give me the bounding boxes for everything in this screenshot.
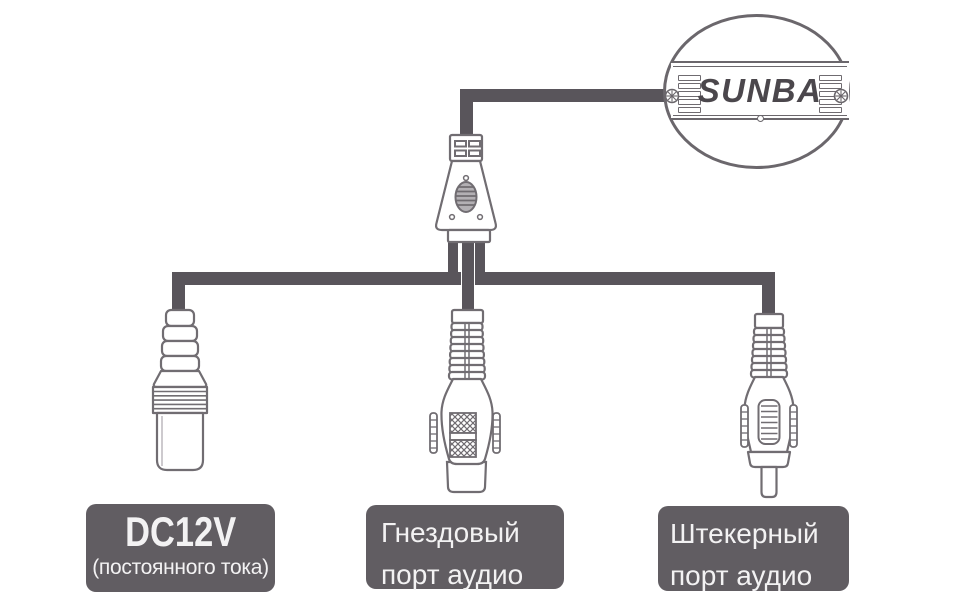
label-audio-female: Гнездовый порт аудио	[366, 505, 564, 590]
sunba-logo: SUNBA	[663, 14, 850, 169]
brand-text: SUNBA	[697, 71, 823, 109]
cable-logo-vertical	[460, 89, 473, 138]
label-dc-power: DC12V (постоянного тока)	[86, 504, 275, 592]
label-audio-female-line1: Гнездовый	[381, 517, 520, 548]
label-audio-male-line1: Штекерный	[670, 518, 819, 549]
rca-audio-plug-male-icon	[740, 312, 798, 499]
cable-stub-right	[475, 240, 485, 275]
cable-right-drop	[762, 283, 775, 317]
label-dc-power-title: DC12V	[124, 508, 237, 555]
rca-audio-port-female-icon	[429, 308, 501, 494]
banner-stripes-right-icon	[819, 75, 842, 115]
cable-stub-left	[448, 240, 458, 275]
cable-logo-horizontal	[460, 89, 670, 102]
label-audio-male: Штекерный порт аудио	[658, 506, 849, 591]
banner-dot-icon	[756, 115, 764, 122]
dc-barrel-connector-icon	[151, 308, 209, 472]
screw-icon	[833, 88, 849, 104]
label-audio-female-line2: порт аудио	[381, 559, 524, 590]
label-audio-male-line2: порт аудио	[670, 560, 813, 591]
logo-banner: SUNBA	[671, 61, 849, 122]
banner-stripes-left-icon	[678, 75, 701, 115]
label-dc-power-subtitle: (постоянного тока)	[92, 556, 269, 579]
cable-left-drop	[172, 283, 185, 312]
splitter-connector-icon	[434, 133, 498, 244]
cable-stub-center	[460, 240, 475, 313]
screw-icon	[664, 88, 680, 104]
